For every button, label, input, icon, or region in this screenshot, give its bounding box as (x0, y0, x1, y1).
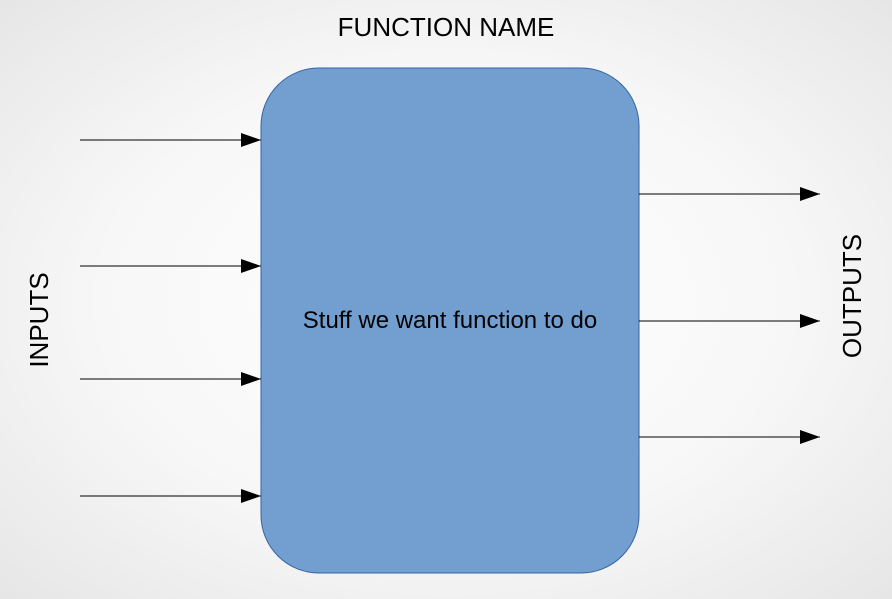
function-description: Stuff we want function to do (302, 307, 598, 334)
inputs-label: INPUTS (24, 272, 54, 368)
outputs-label: OUTPUTS (837, 233, 867, 359)
function-name-title: FUNCTION NAME (337, 12, 555, 42)
